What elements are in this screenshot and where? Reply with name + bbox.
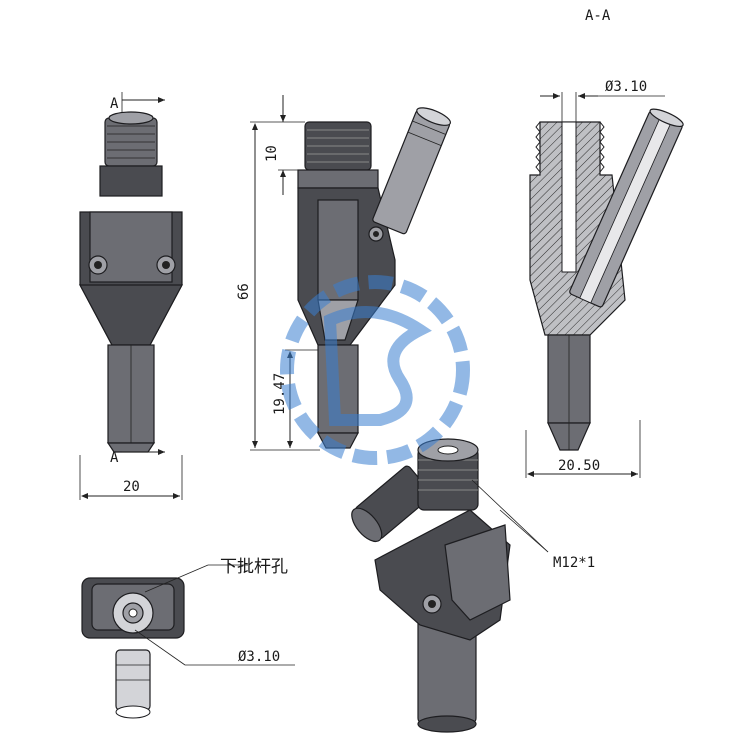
section-view: Ø3.10 20.50	[525, 79, 684, 478]
dim-section-width: 20.50	[558, 458, 600, 474]
dim-side-thread: 10	[264, 145, 280, 162]
iso-view: M12*1	[351, 438, 595, 733]
watermark-logo	[280, 275, 470, 465]
section-mark-bottom: A	[110, 450, 119, 466]
dim-side-total: 66	[236, 283, 252, 300]
section-mark-top: A	[110, 96, 119, 112]
dim-section-bore: Ø3.10	[605, 79, 647, 95]
section-title: A-A	[585, 8, 611, 24]
bottom-view: 下批杆孔 Ø3.10	[81, 557, 295, 719]
dim-side-tip: 19.47	[272, 373, 288, 415]
dim-bottom-bore: Ø3.10	[238, 649, 280, 665]
side-view: 66 10 19.47	[236, 95, 452, 451]
front-view: A A 20	[79, 92, 183, 500]
label-lower-hole: 下批杆孔	[220, 557, 288, 577]
dim-thread-spec: M12*1	[553, 555, 595, 571]
dim-front-width: 20	[123, 479, 140, 495]
